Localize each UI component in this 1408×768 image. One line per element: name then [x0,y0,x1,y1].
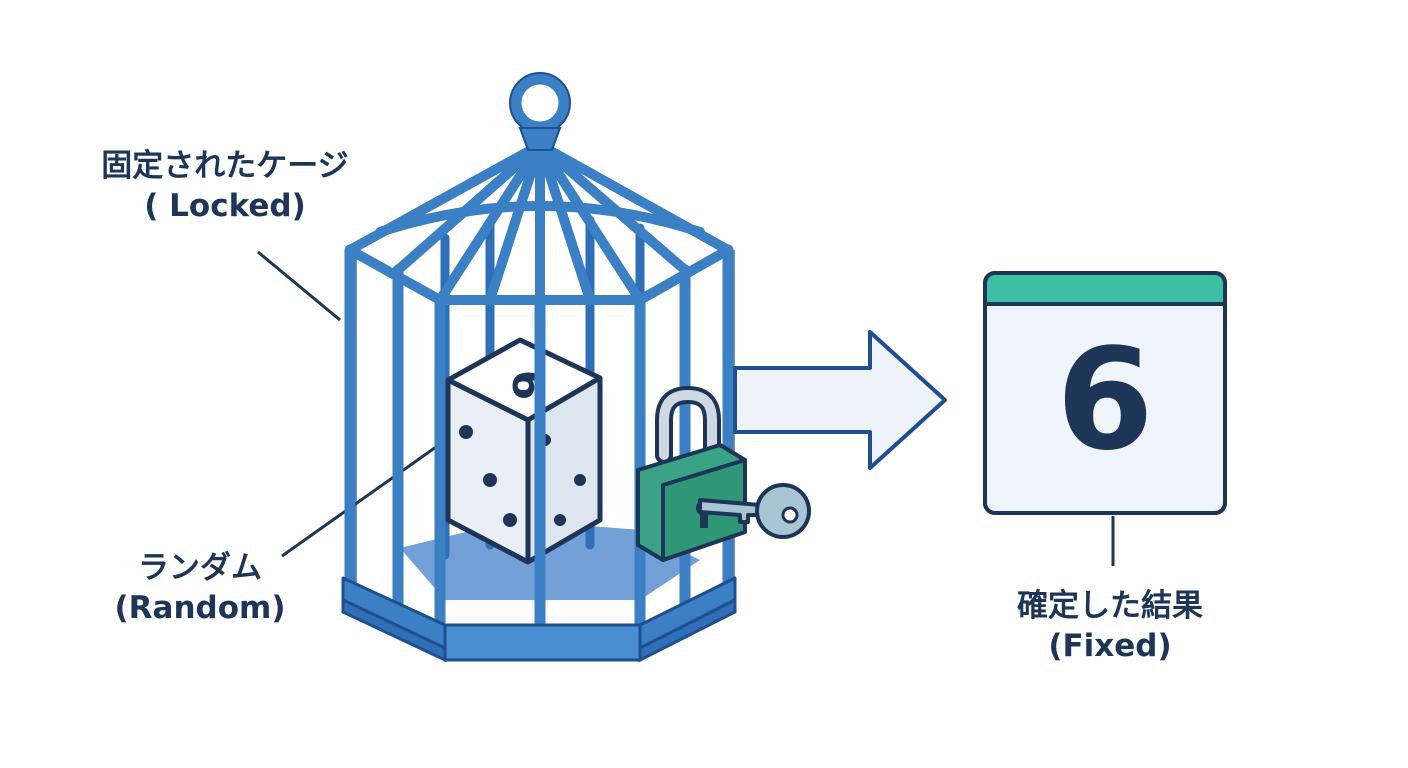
fixed-label: 確定した結果 (Fixed) [985,586,1235,667]
random-leader-line [281,428,461,558]
random-label-jp: ランダム [138,550,262,586]
result-card-icon: 6 [983,271,1227,515]
fixed-label-en: (Fixed) [1048,628,1172,665]
dice-icon: 6 [445,337,603,565]
fixed-label-jp: 確定した結果 [1017,588,1203,624]
arrow-right-icon [733,330,947,470]
cage-icon: 6 [341,72,737,663]
random-label: ランダム (Random) [100,548,300,629]
cage-label: 固定されたケージ ( Locked) [70,146,380,227]
random-label-en: (Random) [114,590,286,627]
cage-leader-line [257,250,341,322]
key-icon [698,483,811,539]
cage-label-jp: 固定されたケージ [101,148,349,184]
result-value: 6 [1056,319,1153,482]
cage-label-en: ( Locked) [144,188,306,225]
